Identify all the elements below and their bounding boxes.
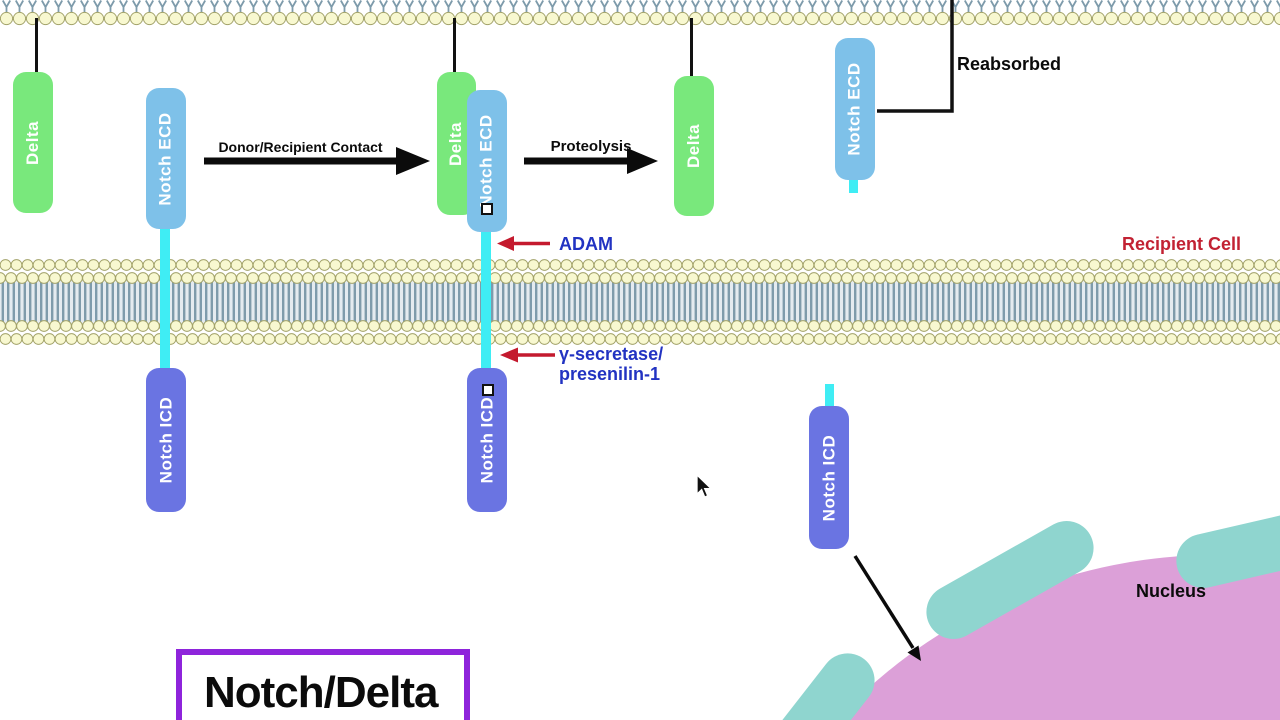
nuclear-envelope	[777, 508, 1280, 720]
nucleus-label: Nucleus	[1136, 581, 1207, 601]
nuclear-envelope-segment	[926, 520, 1094, 640]
notch-icd-label: Notch ICD	[156, 396, 176, 484]
diagram-title-box: Notch/Delta	[176, 649, 470, 720]
adam-arrow	[497, 236, 550, 251]
notch-ecd-label: Notch ECD	[156, 111, 175, 206]
notch-transmembrane-stem	[160, 203, 170, 378]
delta-label: Delta	[446, 121, 466, 166]
donor-cell-membrane	[0, 0, 1280, 26]
reabsorbed-label: Reabsorbed	[957, 54, 1062, 74]
notch-ecd-pill-reabsorbed: Notch ECD	[835, 38, 875, 180]
diagram-title: Notch/Delta	[204, 667, 438, 717]
nuclear-envelope-segment	[1176, 508, 1280, 588]
recipient-cell-membrane	[0, 257, 1280, 347]
notch-icd-pill-free: Notch ICD	[809, 406, 849, 549]
donor-recipient-contact-arrow	[204, 147, 430, 175]
cleavage-site-marker	[481, 203, 493, 215]
notch-icd-label: Notch ICD	[477, 396, 497, 484]
nucleus-body	[836, 555, 1280, 720]
notch-ecd-stub	[849, 176, 858, 193]
notch-ecd-label: Notch ECD	[845, 62, 864, 156]
delta-pill-donor: Delta	[13, 72, 53, 213]
gamma-secretase-line2: presenilin-1	[559, 364, 661, 384]
donor-recipient-contact-label: Donor/Recipient Contact	[218, 139, 383, 155]
notch-icd-pill-membrane-1: Notch ICD	[146, 368, 186, 512]
proteolysis-arrow	[524, 148, 658, 174]
notch-icd-stub	[825, 384, 834, 408]
notch-ecd-pill-unbound: Notch ECD	[146, 88, 186, 229]
notch-stems	[160, 176, 858, 408]
gamma-secretase-arrow	[500, 347, 555, 363]
reabsorption-path-line	[877, 0, 954, 113]
notch-transmembrane-stem	[481, 210, 491, 378]
adam-label: ADAM	[559, 234, 613, 254]
gamma-secretase-line1: γ-secretase/	[559, 344, 664, 364]
gamma-secretase-label: γ-secretase/ presenilin-1	[559, 344, 663, 384]
recipient-cell-label: Recipient Cell	[1122, 234, 1242, 254]
delta-label: Delta	[23, 120, 43, 165]
notch-ecd-label: Notch ECD	[477, 114, 496, 208]
proteolysis-label: Proteolysis	[550, 138, 632, 155]
nuclear-envelope-segment	[777, 653, 875, 720]
delta-pill-after-proteolysis: Delta	[674, 76, 714, 216]
icd-to-nucleus-arrow	[853, 555, 921, 661]
delta-label: Delta	[684, 123, 704, 169]
cleavage-site-marker	[482, 384, 494, 396]
notch-icd-label: Notch ICD	[819, 434, 839, 521]
